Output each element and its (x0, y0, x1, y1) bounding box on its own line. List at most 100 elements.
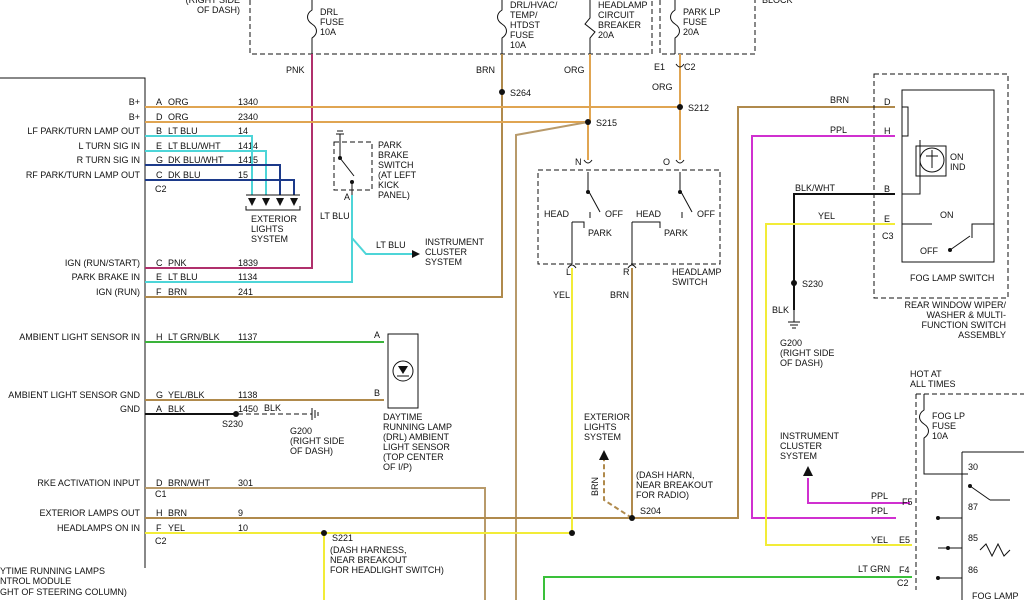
module-pin-label: EXTERIOR LAMPS OUT (39, 508, 140, 518)
label-fog-assembly: REAR WINDOW WIPER/WASHER & MULTI-FUNCTIO… (905, 300, 1007, 340)
module-pin-label: RF PARK/TURN LAMP OUT (26, 170, 141, 180)
module-pin-letter: F (156, 523, 162, 533)
module-pin-label: IGN (RUN) (96, 287, 140, 297)
module-pin-letter: F (156, 287, 162, 297)
wire-ltblu-park-brake (145, 195, 353, 283)
label-relay-85: 85 (968, 533, 978, 543)
module-pin-letter: B (156, 126, 162, 136)
splice-s212-dot (677, 104, 683, 110)
wire-brn-exterior (603, 460, 633, 519)
module-pin-circuit: 1839 (238, 258, 258, 268)
label-s204: S204 (640, 506, 661, 516)
wire-dkblu-15 (145, 179, 295, 195)
module-pin-color: LT BLU (168, 272, 198, 282)
module-pin-label: AMBIENT LIGHT SENSOR IN (19, 332, 140, 342)
label-s215: S215 (596, 118, 617, 128)
label-relay-86: 86 (968, 565, 978, 575)
label-brn-top: BRN (830, 95, 849, 105)
label-park-2: PARK (664, 228, 688, 238)
splice-s230b-dot (233, 411, 239, 417)
relay-contact (968, 484, 972, 488)
module-pin-color: ORG (168, 112, 189, 122)
relay-dot-3 (936, 576, 940, 580)
arrow-2 (262, 198, 270, 206)
label-org2: ORG (652, 82, 673, 92)
module-pin-letter: H (156, 508, 163, 518)
label-conn-c2: C2 (155, 184, 167, 194)
module-pin-circuit: 241 (238, 287, 253, 297)
wire-blkwht (793, 193, 895, 310)
wire-ltblu-14 (145, 135, 253, 195)
module-pin-circuit: 1138 (238, 390, 257, 400)
label-off-1: OFF (605, 209, 623, 219)
module-pin-color: YEL (168, 523, 185, 533)
module-pin-label: HEADLAMPS ON IN (57, 523, 140, 533)
label-brn-up: BRN (590, 477, 600, 496)
splices: S264 S215 S212 S230 S230 S221 S204 (222, 88, 823, 543)
label-relay-30: 30 (968, 462, 978, 472)
label-module-name-1: YTIME RUNNING LAMPS (0, 566, 105, 576)
module-pin-label: RKE ACTIVATION INPUT (37, 478, 140, 488)
label-pin-o: O (663, 157, 670, 167)
module-pin-label: B+ (129, 97, 140, 107)
module-pin-circuit: 1415 (238, 155, 258, 165)
label-blk-g200: BLK (772, 305, 789, 315)
relay-dot-1 (936, 516, 940, 520)
module-pin-letter: A (156, 97, 162, 107)
label-conn-c2b: C2 (155, 536, 167, 546)
label-off: OFF (920, 246, 938, 256)
module-pin-color: BRN/WHT (168, 478, 210, 488)
label-sensor-a: A (374, 330, 380, 340)
module-pin-circuit: 1414 (238, 141, 258, 151)
label-s212: S212 (688, 103, 709, 113)
module-pin-color: DK BLU (168, 170, 201, 180)
label-org: ORG (564, 65, 585, 75)
wire-brn-ign (145, 54, 503, 298)
module-pin-letter: D (156, 478, 163, 488)
arrow-3 (276, 198, 284, 206)
label-relay-87: 87 (968, 502, 978, 512)
label-ltblu1: LT BLU (320, 211, 350, 221)
label-park-1: PARK (588, 228, 612, 238)
label-block: BLOCK (762, 0, 793, 5)
module-pin-label: PARK BRAKE IN (72, 272, 140, 282)
headlamp-contact-2 (678, 190, 682, 194)
splice-s221-dot (321, 530, 327, 536)
connector-terminals: N O L R D H B E C3 F5 E5 F4 C2 (566, 63, 913, 588)
label-yel-e5: YEL (871, 535, 888, 545)
module-pin-circuit: 1134 (238, 272, 257, 282)
splice-s215b-dot (569, 530, 575, 536)
label-pin-r: R (623, 267, 630, 277)
arrow-1 (248, 198, 256, 206)
label-yel: YEL (818, 211, 835, 221)
wire-labels: PNK BRN ORG E1 C2 ORG BRN PPL BLK/WHT YE… (264, 62, 890, 574)
module-pin-label: B+ (129, 112, 140, 122)
label-pin-c2r: C2 (897, 578, 909, 588)
fog-switch-contact (948, 248, 952, 252)
label-s230: S230 (802, 279, 823, 289)
label-ltgrn: LT GRN (858, 564, 890, 574)
wire-ltblu-instrument (351, 237, 412, 255)
photodiode-icon (398, 366, 408, 374)
label-off-2: OFF (697, 209, 715, 219)
